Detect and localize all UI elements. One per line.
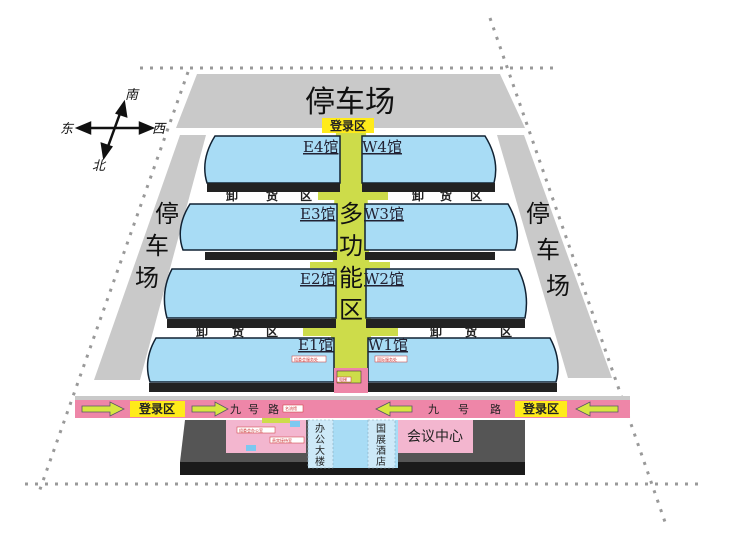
label-office-b: 贵宾接待室 (272, 437, 292, 443)
hall-e3[interactable]: E3馆 (300, 205, 336, 223)
svg-text:大: 大 (315, 444, 325, 457)
hall-row-4 (204, 135, 497, 200)
road-no9 (75, 400, 630, 418)
hall-e2[interactable]: E2馆 (300, 270, 336, 288)
svg-text:九: 九 (230, 403, 241, 416)
svg-text:卸: 卸 (226, 188, 238, 203)
compass-north: 北 (92, 159, 107, 174)
label-vip: 名流馆 (285, 405, 297, 411)
multi-function-label: 多 功 能 区 (339, 200, 363, 324)
parking-top-label: 停车场 (305, 85, 395, 120)
conference-center[interactable] (398, 420, 473, 453)
svg-text:多: 多 (339, 200, 363, 228)
compass-west: 西 (152, 122, 167, 137)
svg-text:能: 能 (339, 264, 363, 292)
label-lift: 电梯 (339, 376, 347, 382)
hall-e4[interactable]: E4馆 (303, 138, 339, 156)
parking-left (94, 135, 206, 380)
hall-row-1 (146, 337, 559, 393)
svg-text:登录区: 登录区 (522, 401, 559, 416)
svg-text:路: 路 (490, 403, 501, 416)
hall-w1[interactable]: W1馆 (368, 336, 408, 354)
hall-e1[interactable]: E1馆 (298, 336, 334, 354)
boundary-dotted-lines (25, 17, 705, 523)
registration-east[interactable] (130, 401, 185, 417)
svg-text:号: 号 (458, 403, 469, 416)
svg-text:货: 货 (266, 188, 278, 203)
svg-text:号: 号 (248, 403, 259, 416)
parking-left-char: 停 (155, 200, 179, 228)
svg-text:国: 国 (376, 423, 386, 435)
svg-text:办: 办 (315, 422, 325, 435)
svg-text:卸: 卸 (412, 188, 424, 203)
conference-center-label: 会议中心 (407, 429, 463, 445)
svg-text:区: 区 (300, 189, 312, 203)
svg-text:卸: 卸 (430, 324, 442, 339)
svg-text:货: 货 (232, 324, 244, 339)
svg-text:功: 功 (339, 232, 363, 260)
compass (74, 99, 156, 161)
registration-west[interactable] (515, 401, 567, 417)
svg-text:卸: 卸 (196, 324, 208, 339)
svg-text:九: 九 (428, 403, 439, 416)
svg-text:路: 路 (268, 403, 279, 416)
parking-right-char: 车 (536, 236, 560, 264)
road-arrows (81, 401, 619, 417)
svg-text:店: 店 (376, 455, 386, 468)
svg-text:货: 货 (440, 188, 452, 203)
compass-east: 东 (60, 122, 75, 137)
svg-text:区: 区 (470, 189, 482, 203)
compass-south: 南 (125, 88, 140, 103)
label-office-a: 组委会办公室 (239, 427, 263, 433)
svg-text:公: 公 (315, 435, 325, 446)
label-w1-service: 国际服务处 (377, 356, 397, 362)
hall-row-3 (179, 203, 519, 268)
svg-text:区: 区 (500, 325, 512, 339)
hall-w4[interactable]: W4馆 (362, 138, 402, 156)
hall-w2[interactable]: W2馆 (364, 270, 404, 288)
hall-w3[interactable]: W3馆 (364, 205, 404, 223)
multi-function-spine (330, 130, 372, 375)
parking-right (497, 135, 612, 378)
svg-text:酒: 酒 (376, 445, 386, 457)
hotel[interactable] (367, 419, 396, 469)
parking-right-char: 停 (526, 200, 550, 228)
office-building[interactable] (307, 419, 334, 469)
svg-text:登录区: 登录区 (138, 401, 175, 416)
label-e1-service: 组委会服务处 (294, 356, 318, 362)
parking-left-char: 车 (145, 232, 169, 260)
hall-row-2 (163, 268, 528, 336)
registration-top[interactable] (322, 118, 374, 133)
svg-text:区: 区 (339, 296, 363, 324)
parking-left-char: 场 (135, 264, 159, 292)
svg-text:楼: 楼 (315, 455, 325, 468)
registration-top-label: 登录区 (329, 118, 366, 133)
svg-text:货: 货 (465, 324, 477, 339)
parking-top (176, 74, 525, 128)
parking-right-char: 场 (546, 272, 570, 300)
svg-text:展: 展 (376, 434, 386, 446)
svg-text:区: 区 (266, 325, 278, 339)
